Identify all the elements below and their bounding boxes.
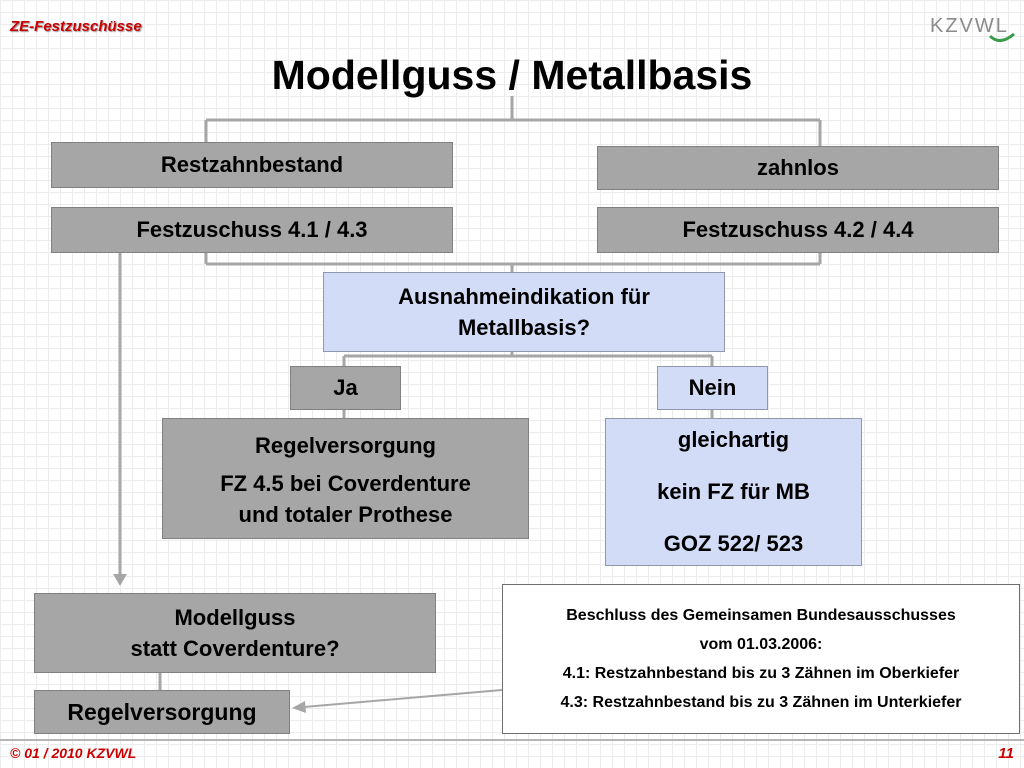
gleichartig-line3: GOZ 522/ 523 [663,531,804,556]
footer-divider [0,739,1024,741]
gleichartig-line2: kein FZ für MB [657,479,810,504]
regelversorgung-detail-line2: und totaler Prothese [238,501,453,527]
question-box: Ausnahmeindikation für Metallbasis? [323,272,725,352]
regelversorgung-detail-line1: FZ 4.5 bei Coverdenture [220,470,471,496]
kzvwl-logo: KZVWL [930,15,1015,42]
question-line1: Ausnahmeindikation für [398,284,650,309]
festzuschuss-41-43-box: Festzuschuss 4.1 / 4.3 [51,207,453,253]
ja-box: Ja [290,366,401,410]
ja-label: Ja [333,375,358,400]
question-line2: Metallbasis? [457,315,591,340]
nein-label: Nein [688,375,737,400]
restzahnbestand-box: Restzahnbestand [51,142,453,188]
section-label: ZE-Festzuschüsse [10,18,142,35]
modellguss-line1: Modellguss [174,605,296,630]
regelversorgung-final-label: Regelversorgung [67,698,257,725]
note-line3: 4.1: Restzahnbestand bis zu 3 Zähnen im … [562,665,960,682]
regelversorgung-heading: Regelversorgung [255,432,436,458]
footer-copyright: © 01 / 2010 KZVWL [10,745,137,761]
page-number: 11 [998,745,1014,762]
zahnlos-box: zahnlos [597,146,999,190]
page-title: Modellguss / Metallbasis [271,52,753,98]
nein-box: Nein [657,366,768,410]
modellguss-box: Modellguss statt Coverdenture? [34,593,436,673]
modellguss-line2: statt Coverdenture? [130,636,340,661]
note-line2: vom 01.03.2006: [699,636,823,653]
beschluss-note-box: Beschluss des Gemeinsamen Bundesausschus… [502,584,1020,734]
regelversorgung-final-box: Regelversorgung [34,690,290,734]
note-line4: 4.3: Restzahnbestand bis zu 3 Zähnen im … [560,694,962,711]
festzuschuss-42-44-box: Festzuschuss 4.2 / 4.4 [597,207,999,253]
zahnlos-label: zahnlos [757,155,839,180]
gleichartig-box: gleichartig kein FZ für MB GOZ 522/ 523 [605,418,862,566]
festzuschuss-42-44-label: Festzuschuss 4.2 / 4.4 [682,217,914,242]
gleichartig-line1: gleichartig [677,427,790,452]
note-line1: Beschluss des Gemeinsamen Bundesausschus… [566,607,956,624]
restzahnbestand-label: Restzahnbestand [160,152,344,177]
festzuschuss-41-43-label: Festzuschuss 4.1 / 4.3 [136,217,368,242]
logo-text: KZVWL [930,15,1009,37]
regelversorgung-fz45-box: Regelversorgung FZ 4.5 bei Coverdenture … [162,418,529,539]
